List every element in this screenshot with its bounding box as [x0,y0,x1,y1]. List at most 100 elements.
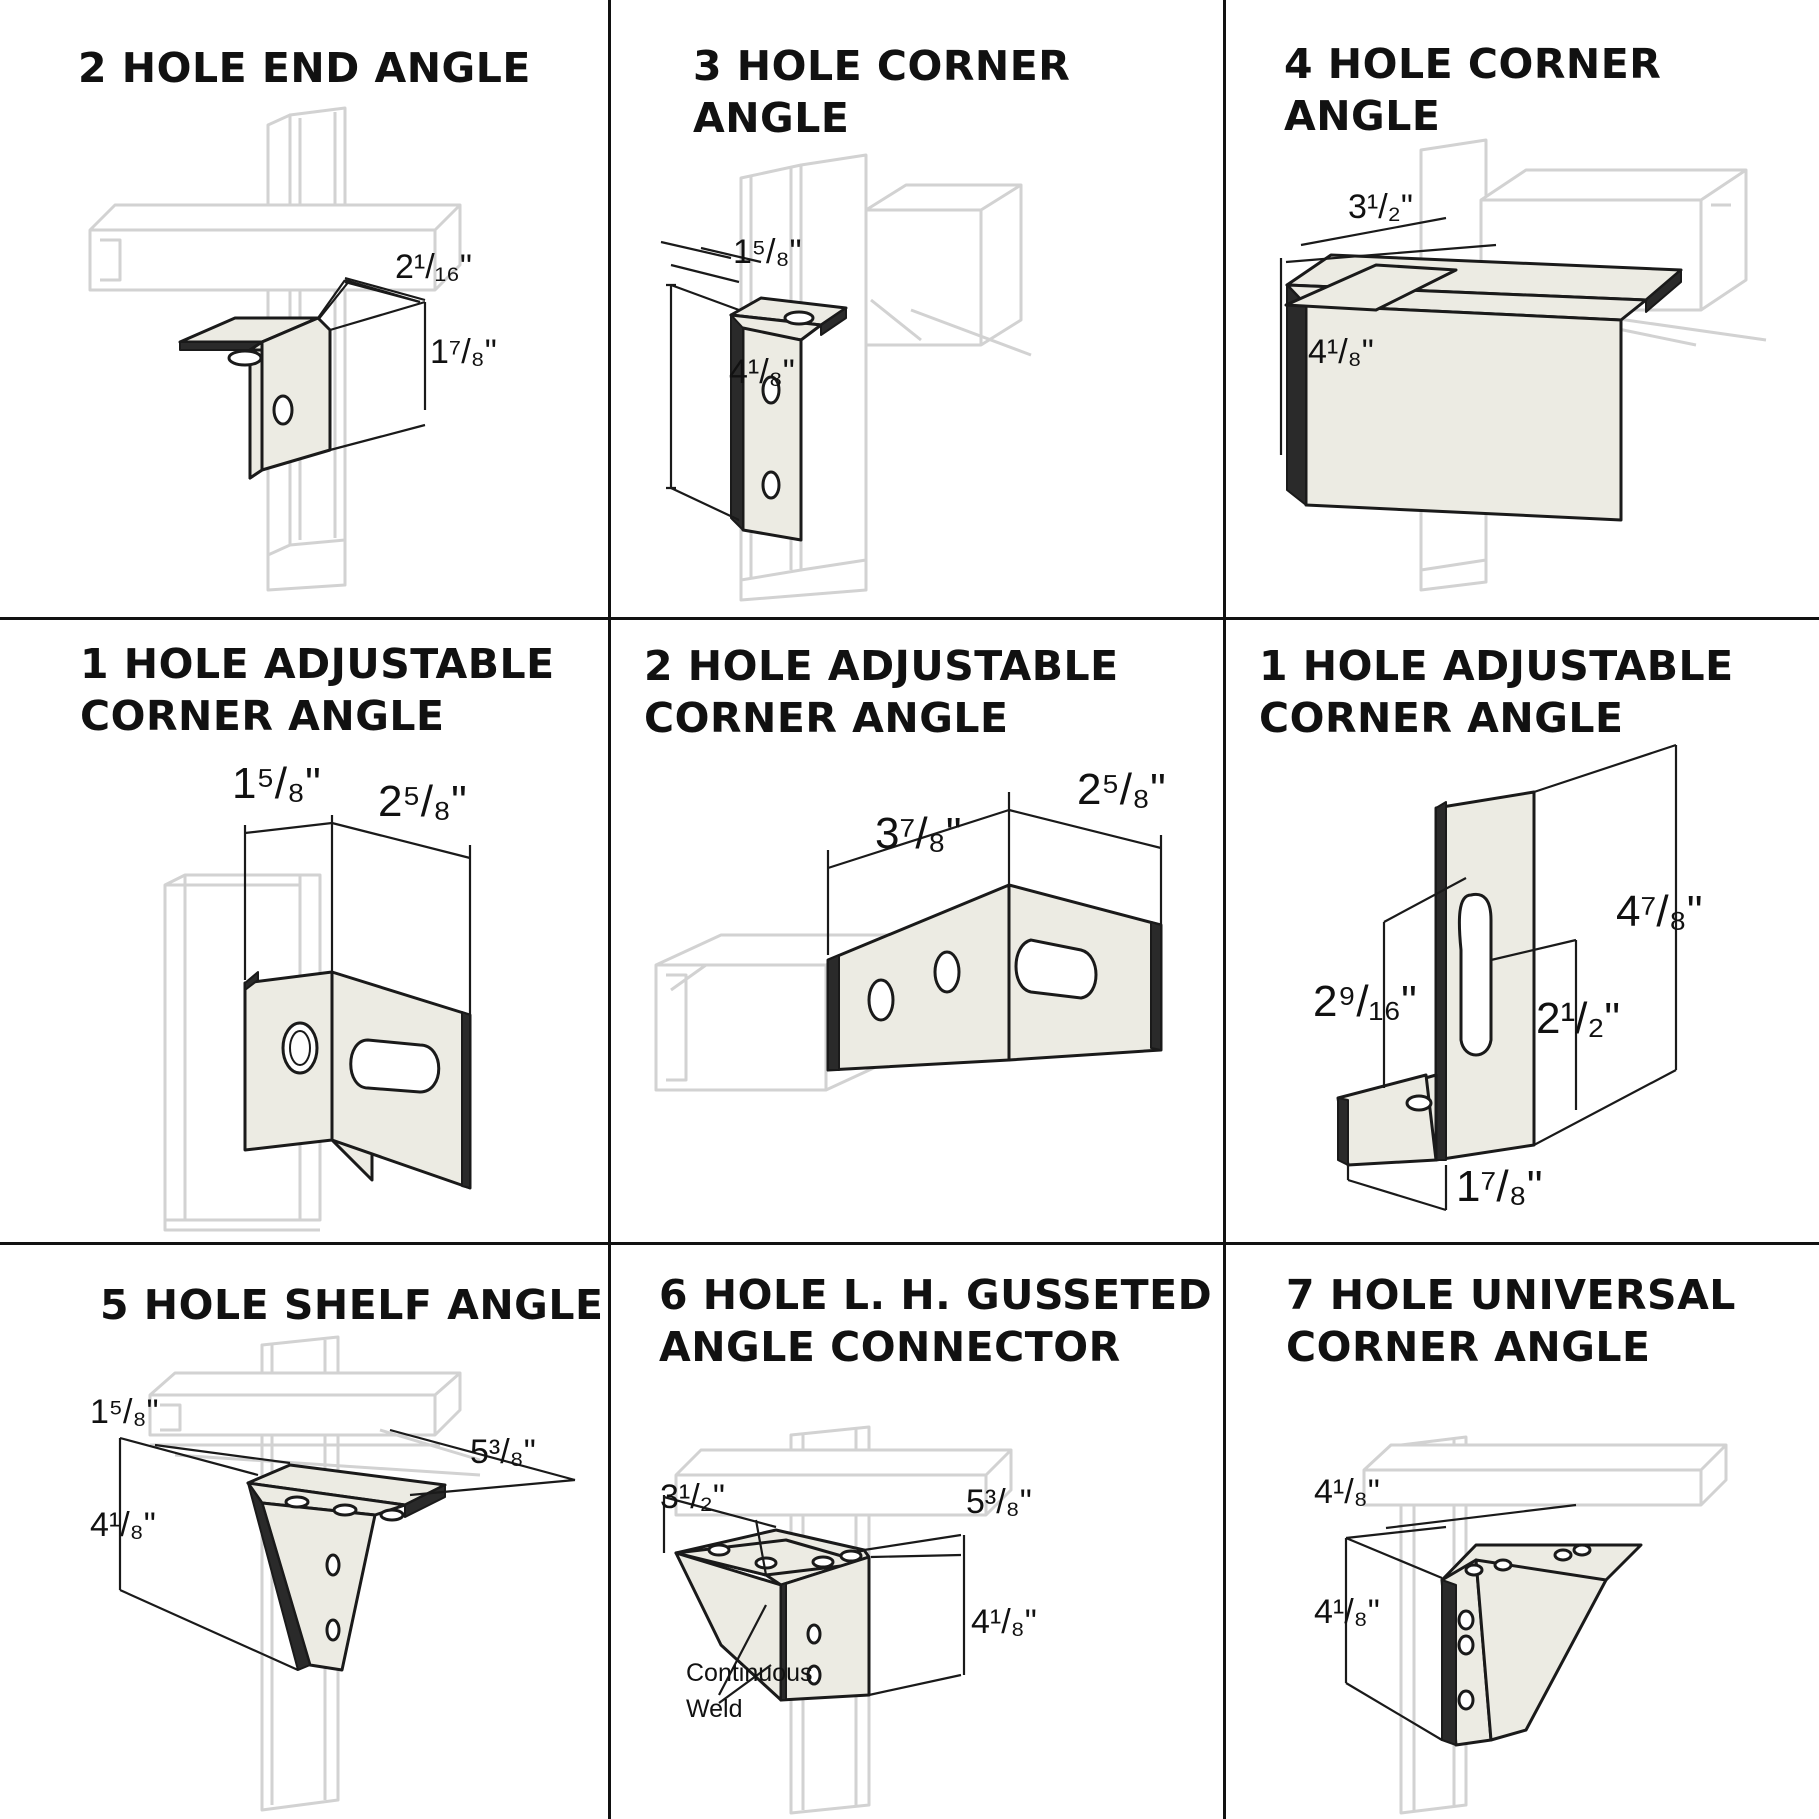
bracket-part [826,883,1163,1072]
bracket-part [674,1528,871,1702]
1-hole-adjustable-corner-angle-drawing [163,815,472,1232]
dimension-label: 3⁷/₈" [875,809,962,858]
bracket-hole [761,375,781,405]
bracket-hole [806,1664,822,1686]
2-hole-adjustable-corner-angle-drawing [654,792,1163,1092]
bracket-part [246,1463,447,1672]
bracket-hole [867,978,895,1022]
bracket-hole [1572,1543,1592,1557]
dimension-label: 1⁵/₈" [90,1393,159,1431]
dimension-lines [317,276,427,452]
dimension-lines [118,1428,576,1672]
bracket-hole [325,1553,341,1577]
title-line: ANGLE [693,94,850,142]
2-hole-end-angle-drawing [88,106,462,592]
cell-2-hole-end-angle: 2 HOLE END ANGLE [0,0,608,617]
title-line: 2 HOLE END ANGLE [78,44,531,92]
dimension-label: 4⁷/₈" [1616,887,1703,936]
grid-divider-horizontal-2 [0,1242,1819,1245]
cell-1-hole-adjustable-corner-angle-a: 1 HOLE ADJUSTABLE CORNER ANGLE [0,620,608,1242]
bracket-part [1440,1543,1643,1747]
dimension-lines [1346,743,1678,1212]
title-line: 3 HOLE CORNER [693,42,1071,90]
bracket-hole [1493,1558,1513,1572]
dimension-lines [1279,216,1497,455]
grid-divider-vertical-2 [1223,0,1226,1819]
title-line: 2 HOLE ADJUSTABLE [644,642,1119,690]
bracket-hole [289,1030,311,1066]
bracket-part-visual [1284,263,1458,312]
cell-title: 4 HOLE CORNER ANGLE [1284,38,1661,142]
cell-title: 7 HOLE UNIVERSAL CORNER ANGLE [1286,1269,1736,1373]
3-hole-corner-angle-drawing [660,153,1032,602]
dimension-lines [1344,1503,1577,1741]
dimension-label: 1⁵/₈" [232,759,321,808]
bracket-hole [1457,1689,1475,1711]
dimension-label: 3¹/₂" [1348,188,1413,226]
4-hole-corner-angle-drawing [1279,138,1767,592]
cell-1-hole-adjustable-corner-angle-b: 1 HOLE ADJUSTABLE CORNER ANGLE 4⁷/₈" 2⁹/… [1226,620,1819,1242]
bracket-hole [281,1021,319,1075]
title-line: 6 HOLE L. H. GUSSETED [659,1271,1213,1319]
cell-6-hole-lh-gusseted-angle-connector: 6 HOLE L. H. GUSSETED ANGLE CONNECTOR [611,1245,1223,1819]
dimension-label: 2⁵/₈" [1077,765,1166,814]
title-line: 4 HOLE CORNER [1284,40,1662,88]
bracket-hole [1457,1634,1475,1656]
title-line: 5 HOLE SHELF ANGLE [100,1281,604,1329]
dimension-label: 5³/₈" [966,1483,1032,1521]
title-line: ANGLE [1284,92,1441,140]
cell-title: 2 HOLE END ANGLE [78,42,531,94]
dimension-label: 2¹/₁₆" [395,248,472,286]
bracket-slot [349,1038,441,1094]
cell-4-hole-corner-angle: 4 HOLE CORNER ANGLE [1226,0,1819,617]
cell-title: 1 HOLE ADJUSTABLE CORNER ANGLE [1259,640,1734,744]
dimension-label: 1⁵/₈" [733,233,802,271]
dimension-label: 4¹/₈" [90,1506,156,1544]
cell-2-hole-adjustable-corner-angle: 2 HOLE ADJUSTABLE CORNER ANGLE [611,620,1223,1242]
bracket-hole [707,1543,731,1557]
bracket-hole [325,1618,341,1642]
bracket-part [729,296,848,542]
title-line: 1 HOLE ADJUSTABLE [1259,642,1734,690]
bracket-hole [761,470,781,500]
dimension-label: 3¹/₂" [660,1478,725,1516]
dimension-label: 2⁵/₈" [378,777,467,826]
bracket-part [243,970,472,1190]
dimension-label: 1⁷/₈" [430,333,497,371]
1-hole-adjustable-corner-angle-tall-drawing [1336,743,1678,1212]
weld-note: Continuous Weld [686,1655,812,1727]
bracket-hole [1457,1609,1475,1631]
bracket-hole [839,1549,863,1563]
dimension-label: 4¹/₈" [1314,1593,1380,1631]
title-line: CORNER ANGLE [1259,694,1624,742]
grid-divider-vertical-1 [608,0,611,1819]
bracket-hole [1464,1563,1484,1577]
title-line: 7 HOLE UNIVERSAL [1286,1271,1736,1319]
bracket-part [178,316,332,480]
bracket-slot [1457,892,1493,1057]
bracket-hole [806,1623,822,1645]
cell-7-hole-universal-corner-angle: 7 HOLE UNIVERSAL CORNER ANGLE [1226,1245,1819,1819]
bracket-part [1336,790,1536,1167]
title-line: ANGLE CONNECTOR [659,1323,1121,1371]
cell-5-hole-shelf-angle: 5 HOLE SHELF ANGLE [0,1245,608,1819]
cell-title: 2 HOLE ADJUSTABLE CORNER ANGLE [644,640,1119,744]
5-hole-shelf-angle-drawing [118,1335,576,1812]
bracket-hole [332,1503,358,1517]
bracket-hole [1405,1094,1433,1112]
bracket-slot [1014,938,1098,1000]
7-hole-universal-corner-angle-drawing [1344,1435,1728,1815]
dimension-label: 5³/₈" [470,1433,536,1471]
grid-divider-horizontal-1 [0,617,1819,620]
weld-note-line: Weld [686,1695,743,1723]
cell-title: 5 HOLE SHELF ANGLE [100,1279,603,1331]
bracket-hole [284,1495,310,1509]
cell-title: 6 HOLE L. H. GUSSETED ANGLE CONNECTOR [659,1269,1212,1373]
dimension-label: 4¹/₈" [971,1603,1037,1641]
dimension-label: 2⁹/₁₆" [1313,977,1417,1026]
cell-3-hole-corner-angle: 3 HOLE CORNER ANGLE [611,0,1223,617]
6-hole-gusseted-angle-connector-drawing [662,1425,1013,1815]
bracket-hole [933,950,961,994]
title-line: CORNER ANGLE [80,692,445,740]
title-line: 1 HOLE ADJUSTABLE [80,640,555,688]
